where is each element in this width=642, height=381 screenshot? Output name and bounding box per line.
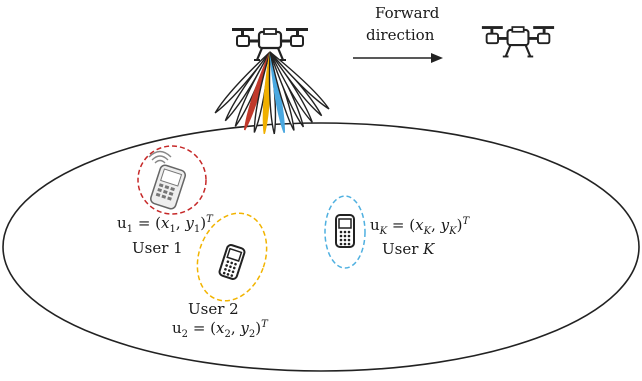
smartphone-icon (150, 164, 186, 210)
signal-icon (148, 150, 172, 164)
beam (214, 51, 271, 114)
coverage-area-ellipse (2, 122, 640, 372)
forward-direction-label: Forward (375, 6, 439, 21)
user1-position: u1 = (x1, y1)T (117, 214, 213, 235)
user1-circle (137, 145, 207, 215)
user2-circle (196, 212, 268, 302)
beam-fan (214, 51, 330, 135)
userK-label: User K (382, 240, 435, 258)
forward-direction-label-2: direction (366, 28, 434, 43)
userK-circle (324, 195, 366, 269)
forward-line2: direction (366, 26, 435, 44)
user2-label: User 2 (188, 300, 239, 318)
forward-line1: Forward (375, 4, 440, 22)
user1-label: User 1 (132, 239, 183, 257)
uav-icon-forward (480, 24, 556, 58)
arrow-icon (353, 53, 443, 63)
cell-phone-icon (217, 243, 247, 281)
beam (269, 51, 330, 110)
userK-position: uK = (xK, yK)T (370, 216, 470, 237)
cell-phone-icon-k (335, 214, 355, 248)
user2-position: u2 = (x2, y2)T (172, 319, 268, 340)
